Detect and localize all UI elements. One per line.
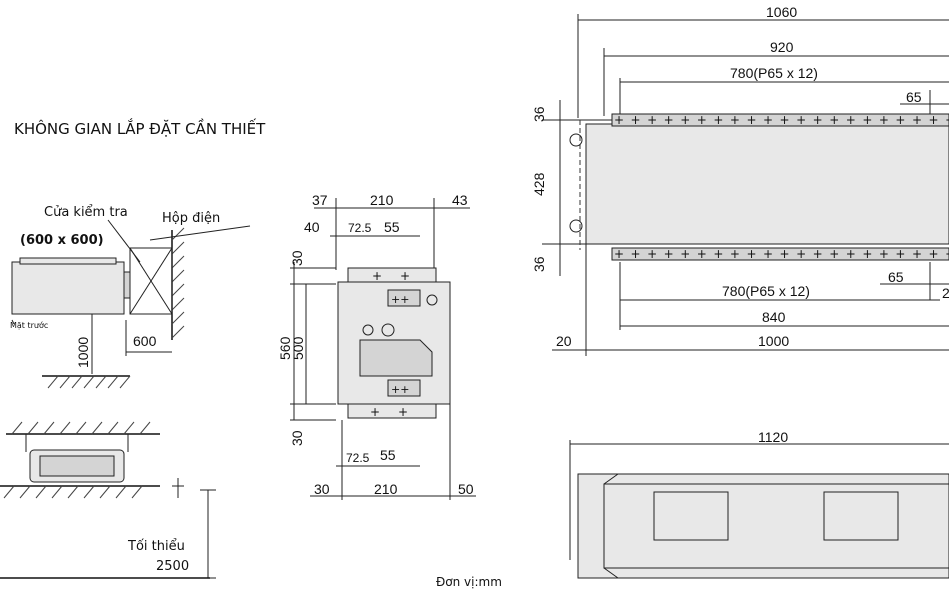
drain-panel: [359, 339, 433, 377]
fan-outlet-right: [823, 491, 899, 541]
min-label: Tối thiểu: [127, 539, 185, 554]
dim-600: 600: [133, 333, 157, 349]
top-unit-body: [585, 123, 949, 245]
dim-20: 20: [556, 333, 572, 349]
dim-1060: 1060: [766, 4, 797, 20]
dim-1120: 1120: [758, 429, 788, 445]
svg-text:++: ++: [391, 293, 409, 306]
page-title: KHÔNG GIAN LẮP ĐẶT CẦN THIẾT: [14, 117, 266, 138]
dim-920: 920: [770, 39, 794, 55]
dim-55-top: 55: [384, 219, 400, 235]
indoor-unit-side: [11, 261, 125, 315]
svg-text:+: +: [400, 269, 410, 283]
dim-2-partial: 2: [942, 285, 949, 301]
ceiling-install-view: Tối thiểu 2500: [0, 421, 216, 579]
top-view: 1060 920 780(P65 x 12) 65 36 428 36 ++++…: [531, 4, 949, 356]
dim-210-top: 210: [370, 192, 394, 208]
hanger-icon: [569, 133, 583, 147]
side-view: 37 210 43 40 72.5 55 30 560 500 30 + + +…: [277, 192, 476, 500]
dim-55-bottom: 55: [380, 447, 396, 463]
dim-36-top: 36: [531, 106, 547, 122]
svg-text:+: +: [370, 405, 380, 419]
dim-50: 50: [458, 481, 474, 497]
dim-40: 40: [304, 219, 320, 235]
dim-43: 43: [452, 192, 468, 208]
svg-text:++: ++: [391, 383, 409, 396]
electrical-box-label: Hộp điện: [162, 211, 220, 226]
fan-outlet-left: [653, 491, 729, 541]
dim-37: 37: [312, 192, 328, 208]
top-flange: [611, 113, 949, 127]
bottom-flange: [611, 247, 949, 261]
min-value: 2500: [156, 559, 189, 574]
dim-72-5-top: 72.5: [348, 221, 372, 235]
inspection-label: Cửa kiểm tra: [44, 205, 128, 220]
dim-780-bottom: 780(P65 x 12): [722, 283, 810, 299]
svg-text:+: +: [372, 269, 382, 283]
front-label: Mặt trước: [10, 320, 48, 331]
inspection-size: (600 x 600): [20, 233, 104, 248]
dim-30-top: 30: [289, 250, 305, 266]
dim-210-bottom: 210: [374, 481, 398, 497]
dim-36-bottom: 36: [531, 256, 547, 272]
hanger-icon: [569, 219, 583, 233]
electrical-box: [129, 247, 173, 315]
front-view: 1120: [569, 429, 949, 579]
dim-1000-vertical: 1000: [75, 337, 91, 368]
dim-30-bottom-left: 30: [314, 481, 330, 497]
dim-1000: 1000: [758, 333, 789, 349]
dim-72-5-bottom: 72.5: [346, 451, 370, 465]
dim-428: 428: [531, 172, 547, 196]
unit-label: Đơn vị:mm: [436, 575, 502, 589]
svg-text:++++++++++++++++++++++: ++++++++++++++++++++++: [614, 113, 949, 127]
dim-500: 500: [290, 336, 306, 360]
dim-30-bottom: 30: [289, 430, 305, 446]
svg-text:+: +: [398, 405, 408, 419]
dim-840: 840: [762, 309, 786, 325]
svg-text:++++++++++++++++++++++: ++++++++++++++++++++++: [614, 247, 949, 261]
dim-65-bottom: 65: [888, 269, 904, 285]
dim-780-top: 780(P65 x 12): [730, 65, 818, 81]
left-install-view: Cửa kiểm tra (600 x 600) Hộp điện Mặt tr…: [10, 205, 251, 389]
dim-65-top: 65: [906, 89, 922, 105]
pipe-port-icon: [426, 294, 438, 306]
dim-560: 560: [277, 336, 293, 360]
